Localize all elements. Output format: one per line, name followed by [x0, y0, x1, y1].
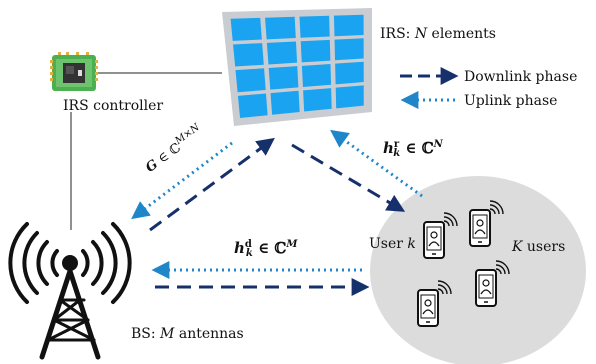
irs-label: IRS: N elements — [380, 26, 496, 42]
irs-element — [268, 66, 299, 90]
irs-element — [335, 61, 364, 85]
phone-icon — [475, 260, 510, 307]
irs-element — [270, 90, 300, 115]
irs-element — [233, 43, 264, 67]
controller-label: IRS controller — [63, 98, 164, 114]
channel-hr-label: hrk ∈ ℂN — [383, 139, 443, 159]
users-count-label: K users — [512, 239, 566, 255]
irs-element — [230, 17, 262, 41]
irs-element — [303, 88, 332, 112]
user-devices — [417, 200, 510, 327]
irs-element — [301, 63, 332, 87]
irs-element — [265, 16, 296, 40]
phone-icon — [469, 200, 504, 247]
phone-icon — [423, 212, 458, 259]
phone-icon — [417, 280, 452, 327]
legend-downlink-label: Downlink phase — [464, 69, 578, 85]
channel-hd-label: hdk ∈ ℂM — [234, 239, 298, 259]
user-k-label: User k — [369, 236, 416, 252]
irs-element — [299, 15, 330, 38]
irs-element — [300, 39, 331, 63]
irs-element — [235, 68, 266, 93]
irs-panel — [222, 8, 372, 126]
arrow-g-downlink — [149, 137, 275, 232]
base-station-icon — [8, 222, 132, 360]
irs-element — [237, 93, 268, 118]
irs-element — [334, 38, 364, 61]
arrow-hr-uplink — [330, 129, 423, 198]
legend-uplink-label: Uplink phase — [464, 93, 558, 109]
irs-element-grid — [230, 14, 364, 118]
bs-label: BS: M antennas — [131, 326, 244, 342]
arrow-g-uplink — [131, 141, 233, 220]
irs-element — [266, 41, 298, 65]
irs-controller-icon — [50, 52, 98, 91]
irs-element — [335, 85, 364, 109]
irs-element — [333, 14, 364, 37]
